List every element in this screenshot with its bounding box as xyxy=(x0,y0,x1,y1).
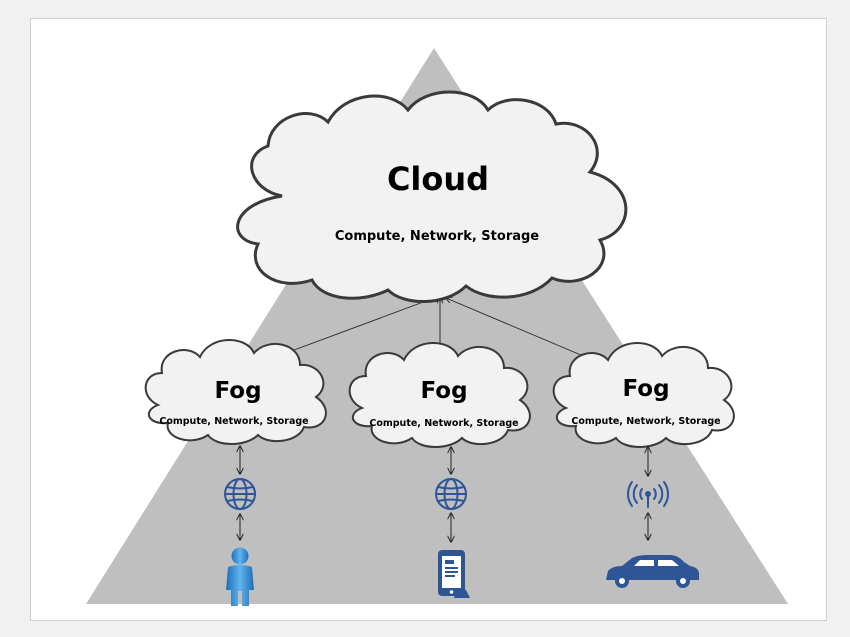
fog-cloud-shape xyxy=(144,339,327,445)
device-links xyxy=(240,446,648,542)
fog-subtitle: Compute, Network, Storage xyxy=(159,416,308,427)
fog-node-3: Fog Compute, Network, Storage xyxy=(552,342,735,448)
fog-subtitle: Compute, Network, Storage xyxy=(369,418,518,429)
fog-cloud-shape xyxy=(552,342,735,448)
cloud-node: Cloud Compute, Network, Storage xyxy=(236,90,628,303)
cloud-title: Cloud xyxy=(387,160,489,198)
globe-icon xyxy=(435,478,467,510)
car-icon xyxy=(606,555,699,588)
fog-node-1: Fog Compute, Network, Storage xyxy=(144,339,327,445)
link-cloud-fog-1 xyxy=(278,298,434,356)
person-icon xyxy=(226,547,254,606)
fog-subtitle: Compute, Network, Storage xyxy=(571,416,720,427)
globe-icon xyxy=(224,478,256,510)
link-cloud-fog-3 xyxy=(446,298,588,358)
cloud-shape xyxy=(236,90,628,303)
smartphone-icon xyxy=(438,550,470,598)
cloud-subtitle: Compute, Network, Storage xyxy=(335,229,539,244)
fog-node-2: Fog Compute, Network, Storage xyxy=(348,342,531,448)
fog-title: Fog xyxy=(420,378,467,404)
fog-title: Fog xyxy=(214,378,261,404)
fog-title: Fog xyxy=(622,376,669,402)
wireless-antenna-icon xyxy=(627,481,669,508)
fog-cloud-shape xyxy=(348,342,531,448)
